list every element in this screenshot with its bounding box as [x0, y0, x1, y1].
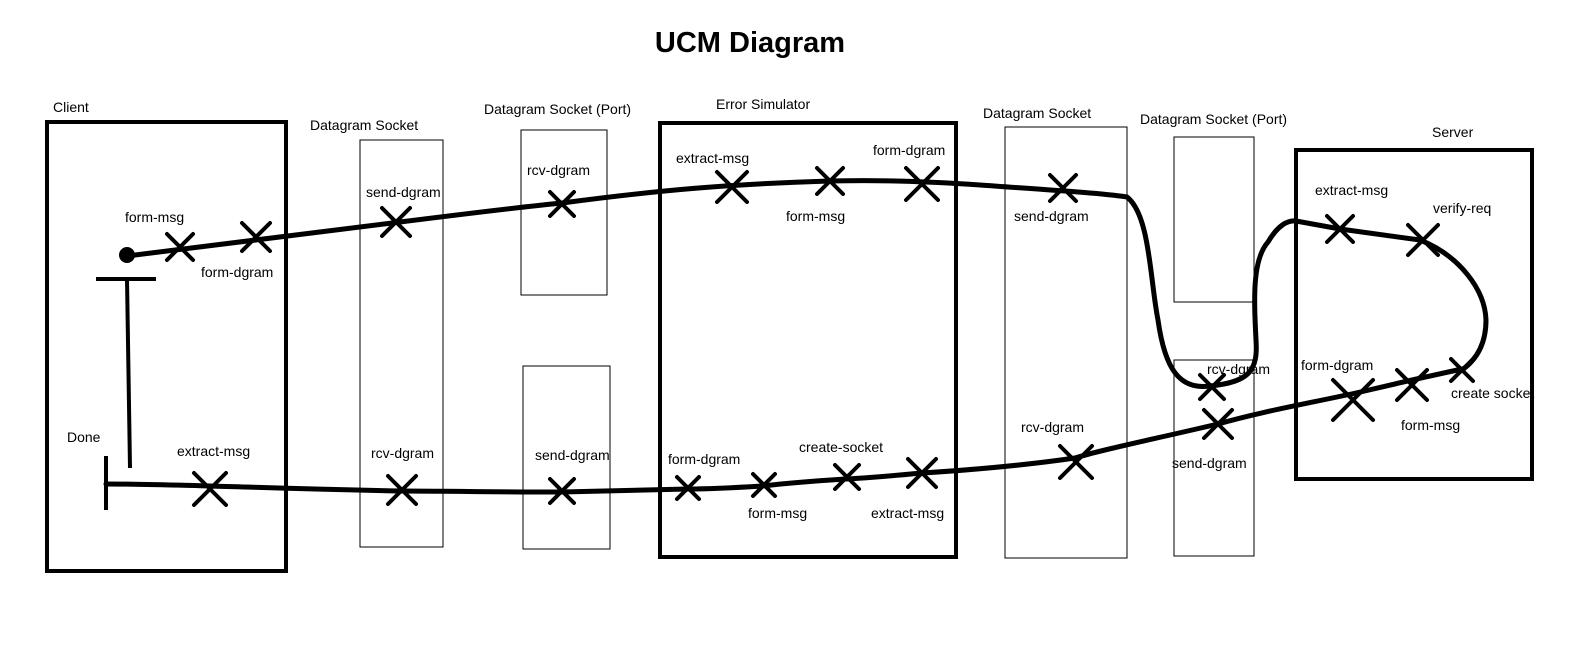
x-socket-b-rcv-mark: [548, 190, 576, 218]
label-socket-a-rcv: rcv-dgram: [371, 445, 434, 461]
x-socket-d-send-mark: [1202, 408, 1234, 440]
x-server-extract-mark: [1325, 214, 1355, 244]
x-client-form-dgram-mark: [240, 221, 272, 253]
socket-d-label: Datagram Socket (Port): [1140, 111, 1287, 127]
label-socket-b-rcv: rcv-dgram: [527, 162, 590, 178]
socket-c-label: Datagram Socket: [983, 105, 1091, 121]
x-client-extract-mark: [192, 471, 228, 507]
label-es-extract-top: extract-msg: [676, 150, 749, 166]
label-server-create-socket: create socket: [1451, 385, 1534, 401]
x-socket-b-send-mark: [548, 477, 576, 505]
label-socket-a-send: send-dgram: [366, 184, 441, 200]
server-label: Server: [1432, 124, 1474, 140]
label-client-form-dgram: form-dgram: [201, 264, 273, 280]
label-es-form-dgram-top: form-dgram: [873, 142, 945, 158]
x-es-extract-top-mark: [715, 170, 749, 204]
label-socket-c-send: send-dgram: [1014, 208, 1089, 224]
client-label: Client: [53, 99, 89, 115]
responsibility-marks: [165, 166, 1475, 507]
label-es-form-dgram-bottom: form-dgram: [668, 451, 740, 467]
x-server-form-dgram-mark: [1331, 378, 1375, 422]
page-title: UCM Diagram: [655, 27, 845, 59]
label-client-form-msg: form-msg: [125, 209, 184, 225]
socket-d-top-box: [1173, 136, 1255, 303]
socket-b-label: Datagram Socket (Port): [484, 101, 631, 117]
label-es-form-msg-bottom: form-msg: [748, 505, 807, 521]
label-server-form-msg: form-msg: [1401, 417, 1460, 433]
label-es-extract-bottom: extract-msg: [871, 505, 944, 521]
x-socket-c-send-mark: [1048, 173, 1078, 203]
socket-b-top-box: [520, 129, 608, 296]
server-box: [1294, 148, 1534, 481]
x-es-form-dgram-bottom-mark: [675, 475, 701, 501]
label-es-form-msg-top: form-msg: [786, 208, 845, 224]
x-socket-a-send-mark: [380, 206, 412, 238]
label-client-extract: extract-msg: [177, 443, 250, 459]
x-es-form-msg-bottom-mark: [751, 472, 777, 498]
error-simulator-box: [658, 121, 958, 559]
label-socket-d-rcv: rcv-dgram: [1207, 361, 1270, 377]
x-socket-a-rcv-mark: [386, 474, 418, 506]
x-es-extract-bottom-mark: [906, 457, 938, 489]
x-client-form-msg-mark: [165, 232, 195, 262]
x-server-form-msg-mark: [1395, 368, 1429, 402]
x-socket-c-rcv-mark: [1058, 444, 1094, 480]
label-server-verify: verify-req: [1433, 200, 1491, 216]
label-server-extract: extract-msg: [1315, 182, 1388, 198]
request-path: [124, 178, 1489, 389]
error-simulator-label: Error Simulator: [716, 96, 810, 112]
done-label: Done: [67, 429, 101, 445]
label-socket-c-rcv: rcv-dgram: [1021, 419, 1084, 435]
label-socket-d-send: send-dgram: [1172, 455, 1247, 471]
client-stub-vertical: [125, 278, 132, 469]
client-box: [45, 120, 288, 573]
label-es-create-socket: create-socket: [799, 439, 883, 455]
socket-b-bottom-box: [522, 365, 611, 550]
label-server-form-dgram: form-dgram: [1301, 357, 1373, 373]
reply-path: [103, 366, 1465, 495]
socket-a-box: [359, 139, 444, 548]
x-socket-d-rcv-mark: [1198, 373, 1226, 401]
x-server-verify-mark: [1406, 223, 1440, 257]
socket-a-label: Datagram Socket: [310, 117, 418, 133]
x-es-form-dgram-top-mark: [904, 166, 940, 202]
socket-c-box: [1004, 126, 1128, 559]
x-es-form-msg-top-mark: [815, 166, 845, 196]
x-es-create-socket-mark: [833, 463, 861, 491]
socket-d-bottom-box: [1173, 359, 1255, 557]
label-socket-b-send: send-dgram: [535, 447, 610, 463]
x-server-create-socket-mark: [1449, 357, 1475, 383]
